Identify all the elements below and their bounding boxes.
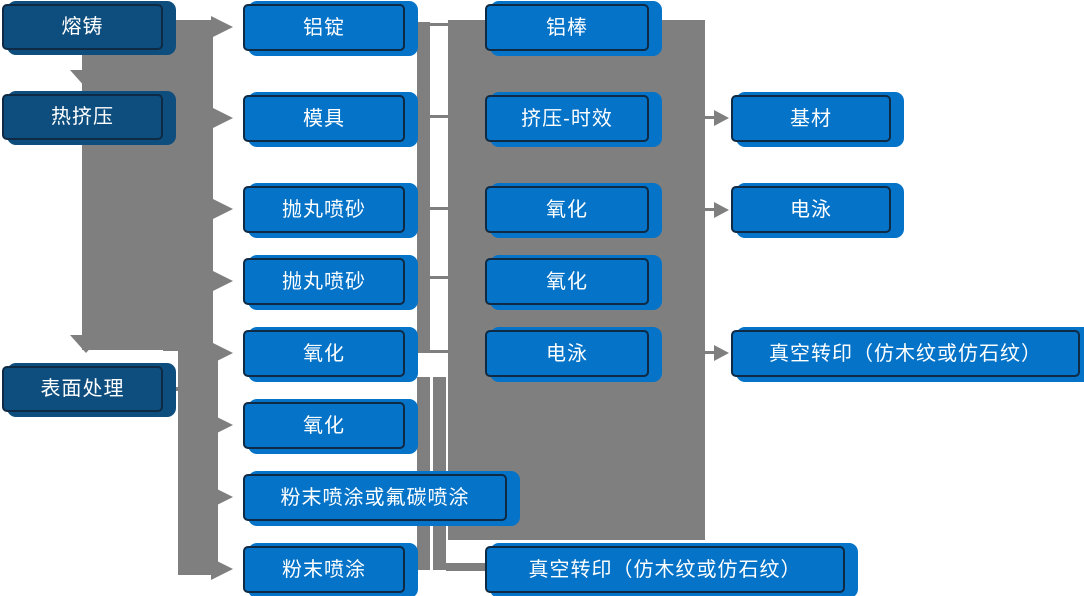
arrow-to-powder-fluorocarbon-icon [211, 486, 233, 508]
connector-stub-row1 [430, 23, 450, 26]
connector-line-to-vacuum-right [705, 351, 715, 354]
connector-stub-bottom [446, 563, 487, 571]
node-oxidation-c2-1: 氧化 [243, 330, 405, 377]
node-oxidation-c3-1: 氧化 [485, 186, 649, 233]
node-hot-extrusion: 热挤压 [2, 94, 163, 140]
arrow-to-powder-coating-icon [211, 558, 233, 580]
node-electrophoresis-c4: 电泳 [731, 186, 891, 233]
arrow-to-shot-blast-1-icon [211, 198, 233, 220]
connector-bar-mid-lower-2 [433, 377, 446, 570]
node-powder-or-fluorocarbon: 粉末喷涂或氟碳喷涂 [243, 474, 507, 521]
node-substrate: 基材 [731, 95, 891, 142]
connector-bar-mid-upper [417, 22, 430, 352]
arrow-to-mold-icon [211, 107, 233, 129]
node-vacuum-transfer-bottom: 真空转印（仿木纹或仿石纹） [485, 546, 845, 593]
connector-stub-row3 [430, 207, 450, 210]
node-mold: 模具 [243, 95, 405, 142]
node-shot-blast-2: 抛丸喷砂 [243, 258, 405, 305]
connector-bar-mid-lower-1 [417, 377, 430, 570]
arrow-to-oxidation-c2-1-icon [211, 342, 233, 364]
connector-stub-row5 [405, 350, 450, 353]
connector-line-to-electrophoresis-c4 [705, 208, 715, 211]
arrow-to-oxidation-c2-2-icon [211, 414, 233, 436]
node-surface-treatment: 表面处理 [2, 366, 163, 412]
connector-trunk-lower [178, 351, 218, 575]
node-oxidation-c2-2: 氧化 [243, 402, 405, 449]
connector-line-to-substrate [705, 116, 715, 119]
node-al-ingot: 铝锭 [243, 4, 405, 51]
connector-stub-row2 [430, 115, 450, 118]
node-melting: 熔铸 [2, 4, 163, 50]
node-extrusion-aging: 挤压-时效 [485, 95, 649, 142]
arrow-to-shot-blast-2-icon [211, 270, 233, 292]
connector-stub-row4 [430, 276, 450, 279]
arrow-down-to-hot-extrusion-icon [70, 70, 102, 88]
connector-trunk-upper [163, 20, 213, 351]
node-electrophoresis-c3: 电泳 [485, 330, 649, 377]
connector-stub-surface-treatment [163, 387, 180, 391]
node-al-rod: 铝棒 [485, 4, 649, 51]
arrow-to-vacuum-right-icon [714, 345, 729, 361]
arrow-to-al-ingot-icon [211, 16, 233, 38]
node-shot-blast-1: 抛丸喷砂 [243, 186, 405, 233]
arrow-down-to-surface-treatment-icon [70, 335, 102, 353]
node-vacuum-transfer-right: 真空转印（仿木纹或仿石纹） [731, 330, 1080, 377]
node-oxidation-c3-2: 氧化 [485, 258, 649, 305]
arrow-to-substrate-icon [714, 110, 729, 126]
arrow-to-electrophoresis-c4-icon [714, 202, 729, 218]
node-powder-coating: 粉末喷涂 [243, 546, 405, 593]
